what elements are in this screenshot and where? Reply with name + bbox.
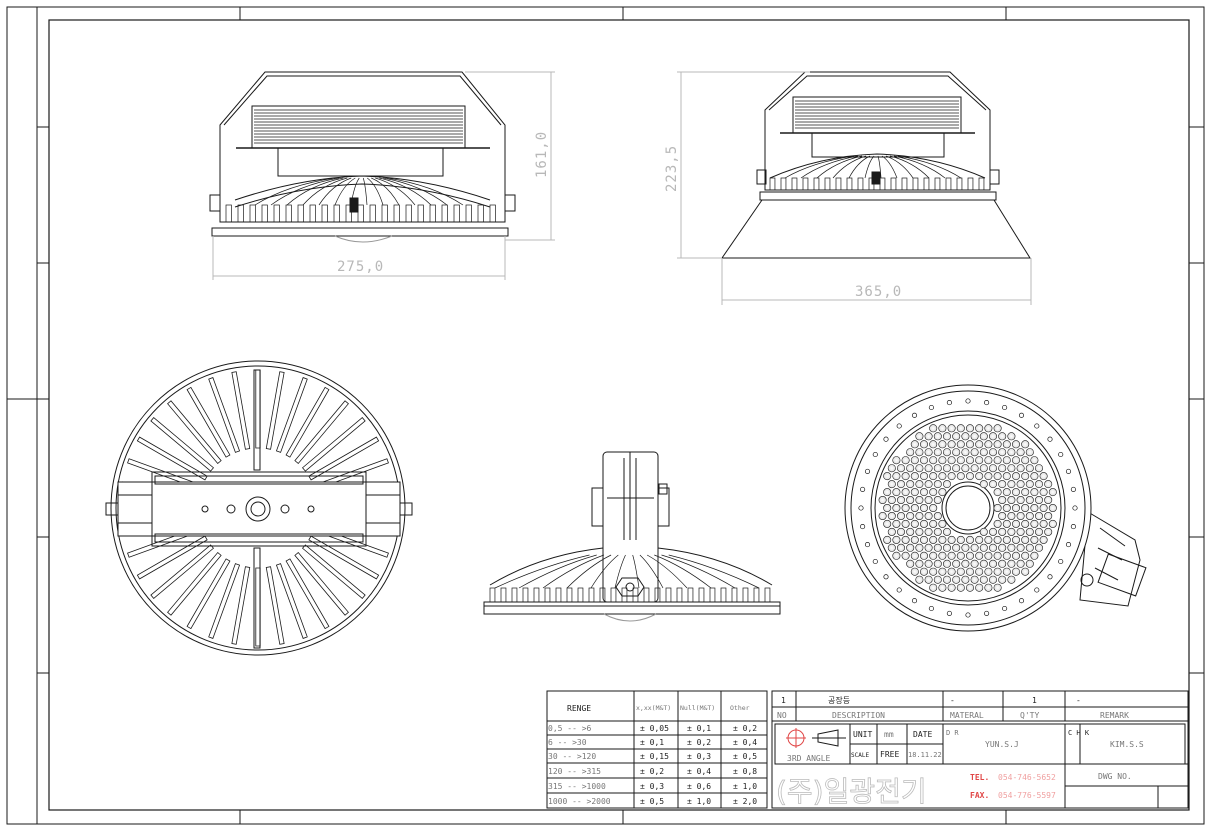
tolerance-xxx: ± 0,15 — [640, 752, 669, 761]
tolerance-xxx: ± 0,1 — [640, 738, 664, 747]
tolerance-null: ± 0,2 — [687, 738, 711, 747]
drawer-name: YUN.S.J — [985, 740, 1019, 749]
cooling-ribs — [489, 554, 771, 603]
led-array — [878, 424, 1057, 592]
tolerance-table-text: RENGE x,xx(M&T) Null(M&T) Other 0,5 -- >6 ± 0… — [548, 704, 757, 806]
cooling-ribs — [225, 177, 496, 223]
header-description: DESCRIPTION — [832, 711, 885, 720]
heatsink-fins — [795, 100, 959, 129]
part-no: 1 — [781, 696, 786, 705]
fax-label: FAX. — [970, 791, 989, 800]
checker-label: C H K — [1068, 729, 1090, 737]
tolerance-xxx: ± 0,3 — [640, 782, 664, 791]
heatsink-fins — [254, 109, 463, 144]
title-block-text: 1 공장등 - 1 - NO DESCRIPTION MATERAL Q'TY … — [776, 695, 1144, 808]
tolerance-header: x,xx(M&T) — [636, 704, 671, 712]
front-view-dimensions — [677, 71, 1032, 305]
tolerance-other: ± 0,5 — [733, 752, 757, 761]
date-value: 18.11.22 — [908, 751, 942, 759]
dim-side-width: 275,0 — [337, 259, 384, 275]
drawing-frame — [6, 6, 1205, 825]
side-view — [209, 71, 516, 243]
rim-bolts — [858, 398, 1078, 618]
tel-value: 054-746-5652 — [998, 773, 1056, 782]
tolerance-xxx: ± 0,2 — [640, 767, 664, 776]
checker-name: KIM.S.S — [1110, 740, 1144, 749]
projection-label: 3RD ANGLE — [787, 754, 831, 763]
dim-front-width: 365,0 — [855, 284, 902, 300]
dim-front-height: 223,5 — [664, 145, 680, 192]
tolerance-null: ± 0,4 — [687, 767, 711, 776]
tolerance-other: ± 1,0 — [733, 782, 757, 791]
part-qty: 1 — [1032, 696, 1037, 705]
scale-label: SCALE — [851, 752, 869, 759]
tolerance-null: ± 0,3 — [687, 752, 711, 761]
unit-value: mm — [884, 730, 894, 739]
tolerance-other: ± 0,8 — [733, 767, 757, 776]
tolerance-null: ± 0,1 — [687, 724, 711, 733]
tolerance-xxx: ± 0,05 — [640, 724, 669, 733]
tolerance-header: RENGE — [567, 704, 591, 713]
header-remark: REMARK — [1100, 711, 1129, 720]
tolerance-null: ± 1,0 — [687, 797, 711, 806]
tolerance-header: Null(M&T) — [680, 704, 715, 712]
dim-side-height: 161,0 — [534, 131, 550, 178]
dwg-no-label: DWG NO. — [1098, 772, 1132, 781]
tolerance-header: Other — [730, 704, 750, 712]
unit-label: UNIT — [853, 730, 872, 739]
date-label: DATE — [913, 730, 932, 739]
top-view — [105, 360, 413, 656]
tolerance-null: ± 0,6 — [687, 782, 711, 791]
tolerance-range: 1000 -- >2000 — [548, 797, 611, 806]
company-name: (주)일광전기 — [776, 775, 927, 808]
title-block — [771, 690, 1189, 809]
tolerance-range: 30 -- >120 — [548, 752, 596, 761]
led-bottom-view — [844, 384, 1147, 632]
drawer-label: D R — [946, 729, 959, 737]
tolerance-range: 315 -- >1000 — [548, 782, 606, 791]
tolerance-xxx: ± 0,5 — [640, 797, 664, 806]
header-material: MATERAL — [950, 711, 984, 720]
bracket-view — [483, 451, 781, 622]
tolerance-other: ± 2,0 — [733, 797, 757, 806]
tolerance-table — [546, 690, 768, 809]
cooling-ribs — [769, 155, 985, 191]
tel-label: TEL. — [970, 773, 989, 782]
part-description: 공장등 — [828, 695, 850, 705]
part-material: - — [950, 696, 955, 705]
tolerance-other: ± 0,2 — [733, 724, 757, 733]
part-remark: - — [1076, 696, 1081, 705]
header-no: NO — [777, 711, 787, 720]
tolerance-other: ± 0,4 — [733, 738, 757, 747]
header-qty: Q'TY — [1020, 711, 1039, 720]
front-view — [721, 71, 1031, 259]
tolerance-range: 6 -- >30 — [548, 738, 587, 747]
scale-value: FREE — [880, 750, 899, 759]
side-view-dimensions — [212, 71, 555, 280]
tolerance-range: 0,5 -- >6 — [548, 724, 592, 733]
tolerance-range: 120 -- >315 — [548, 767, 601, 776]
fax-value: 054-776-5597 — [998, 791, 1056, 800]
